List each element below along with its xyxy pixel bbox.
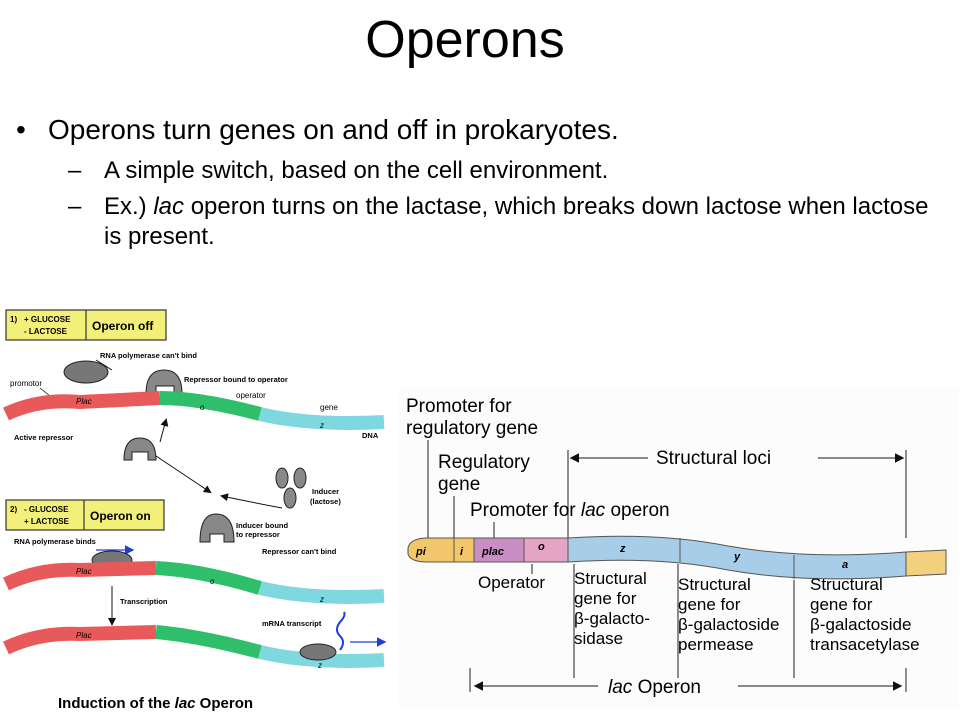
rnap-binds-label: RNA polymerase binds (14, 537, 96, 546)
dna-strand-2: Plac o z (3, 561, 385, 604)
rnap-cant-bind-label: RNA polymerase can't bind (100, 351, 197, 360)
repressor-cant-bind-label: Repressor can't bind (262, 547, 337, 556)
y-gene-description: Structural gene for β-galactoside permea… (678, 575, 779, 654)
z-label-2: z (319, 595, 324, 604)
box2-number: 2) (10, 505, 17, 514)
bullet-sub-2-prefix: Ex.) (104, 193, 154, 220)
box1-state: Operon off (92, 319, 154, 333)
svg-text:gene for: gene for (810, 595, 873, 614)
svg-text:gene for: gene for (574, 589, 637, 608)
a-gene-description: Structural gene for β-galactoside transa… (810, 575, 920, 654)
promoter-lac-label: Promoter for lac operon (470, 500, 670, 521)
condition-box-2: 2) - GLUCOSE + LACTOSE Operon on (5, 499, 165, 531)
inducer-bound-repressor-icon (199, 513, 235, 543)
transcription-label: Transcription (120, 597, 168, 606)
o-label-2: o (210, 577, 215, 586)
svg-text:Structural: Structural (574, 569, 647, 588)
bullet-main-text: Operons turn genes on and off in prokary… (48, 114, 619, 145)
box2-lactose: + LACTOSE (24, 517, 70, 526)
operon-bar: pi i plac o z y a (407, 535, 947, 580)
active-repressor-label: Active repressor (14, 433, 73, 442)
mrna-icon (336, 611, 346, 651)
bullet-sub-2-em: lac (153, 193, 185, 220)
box2-glucose: - GLUCOSE (24, 505, 69, 514)
box1-glucose: + GLUCOSE (24, 315, 71, 324)
z-label-1: z (319, 421, 324, 430)
promoter-regulatory-label-1: Promoter for (406, 396, 512, 417)
lac-operon-bracket (469, 668, 907, 692)
o-label-1: o (200, 403, 205, 412)
segment-i (453, 537, 475, 563)
inducer-label: Inducer (312, 487, 339, 496)
operator-label: operator (236, 391, 266, 400)
inducer-lactose-label: (lactose) (310, 497, 341, 506)
inducer-bound-label-2: to repressor (236, 530, 280, 539)
promotor-label: promotor (10, 379, 42, 388)
seg-plac-label: plac (481, 546, 504, 558)
svg-text:Structural: Structural (810, 575, 883, 594)
seg-z-label: z (619, 543, 626, 555)
svg-text:permease: permease (678, 635, 754, 654)
svg-text:β-galactoside: β-galactoside (810, 615, 911, 634)
bullet-list: • Operons turn genes on and off in proka… (16, 112, 936, 252)
bullet-glyph: • (16, 114, 26, 145)
svg-text:Structural: Structural (678, 575, 751, 594)
seg-pi-label: pi (415, 546, 427, 558)
svg-text:transacetylase: transacetylase (810, 635, 920, 654)
svg-text:β-galacto-: β-galacto- (574, 609, 650, 628)
bullet-sub-2-rest: operon turns on the lactase, which break… (104, 193, 929, 250)
bullet-sub-1-text: A simple switch, based on the cell envir… (104, 157, 609, 184)
z-gene-description: Structural gene for β-galacto- sidase (574, 569, 650, 648)
structural-loci-label: Structural loci (656, 448, 771, 469)
plac-label-2: Plac (76, 567, 92, 576)
seg-y-label: y (733, 551, 741, 563)
svg-text:gene for: gene for (678, 595, 741, 614)
svg-text:sidase: sidase (574, 629, 623, 648)
rna-polymerase-transcribing-icon (299, 643, 337, 661)
box1-number: 1) (10, 315, 17, 324)
mrna-transcript-label: mRNA transcript (262, 619, 322, 628)
inducer-icons (275, 467, 307, 509)
seg-a-label: a (842, 559, 848, 571)
repressor-icon (145, 369, 183, 395)
segment-o (523, 537, 569, 563)
condition-box-1: 1) + GLUCOSE - LACTOSE Operon off (5, 309, 167, 341)
gene-label: gene (320, 403, 338, 412)
seg-i-label: i (460, 546, 464, 558)
box2-state: Operon on (90, 509, 151, 523)
operator-label-right: Operator (478, 573, 545, 592)
dna-strand-1: Plac o z (3, 391, 385, 430)
box1-lactose: - LACTOSE (24, 327, 68, 336)
regulatory-gene-label-1: Regulatory (438, 452, 530, 473)
dash-glyph: – (68, 193, 82, 220)
segment-end (905, 549, 947, 577)
promoter-regulatory-label-2: regulatory gene (406, 418, 538, 439)
regulatory-gene-label-2: gene (438, 474, 480, 495)
z-label-3: z (317, 661, 322, 670)
active-repressor-icon (123, 437, 157, 461)
segment-plac (473, 537, 525, 563)
svg-text:β-galactoside: β-galactoside (678, 615, 779, 634)
lac-operon-label: lac Operon (608, 677, 701, 698)
bullet-main: • Operons turn genes on and off in proka… (16, 112, 936, 148)
inducer-bound-label-1: Inducer bound (236, 521, 288, 530)
lac-induction-figure: 1) + GLUCOSE - LACTOSE Operon off RNA po… (3, 309, 387, 712)
left-figure-caption: Induction of the lac Operon (58, 695, 253, 712)
rna-polymerase-icon (63, 360, 109, 384)
bullet-sub-2: – Ex.) lac operon turns on the lactase, … (16, 192, 936, 252)
bullet-sub-1: – A simple switch, based on the cell env… (16, 156, 936, 186)
plac-label-3: Plac (76, 631, 92, 640)
repressor-bound-label: Repressor bound to operator (184, 375, 288, 384)
dna-label: DNA (362, 431, 379, 440)
seg-o-label: o (538, 541, 545, 553)
plac-label-1: Plac (76, 397, 92, 406)
slide-title: Operons (365, 11, 565, 69)
lac-operon-map-figure: Promoter for regulatory gene Regulatory … (398, 388, 958, 708)
dash-glyph: – (68, 157, 82, 184)
segment-pi (407, 537, 455, 563)
structural-loci-bracket (567, 450, 907, 538)
